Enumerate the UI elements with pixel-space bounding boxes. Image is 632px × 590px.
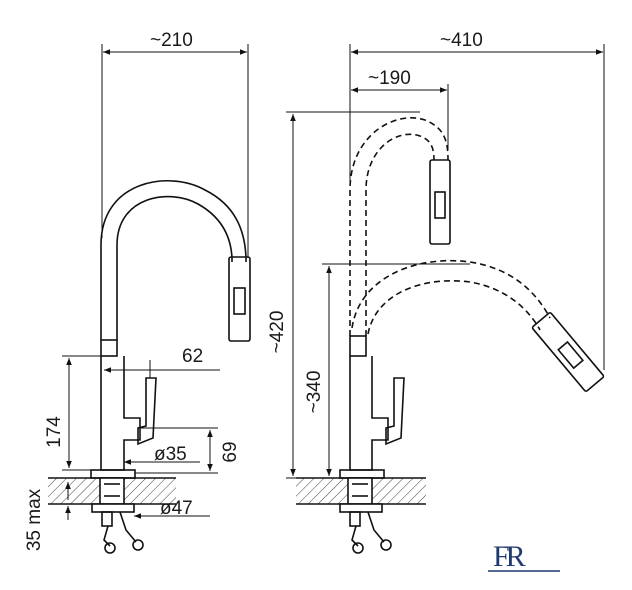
- shank-diameter-47-label: ø47: [160, 498, 193, 519]
- left-lever-handle: [137, 377, 157, 446]
- deck-thickness-35max-label: 35 max: [24, 488, 45, 551]
- right-dimensions: [286, 44, 605, 479]
- reach-190-label: ~190: [368, 68, 411, 89]
- left-hose-fitting-2: [132, 539, 144, 551]
- lever-offset-62-label: 62: [182, 346, 203, 367]
- right-supply-hose-2: [367, 511, 385, 543]
- left-faucet-view: [48, 179, 251, 554]
- right-threaded-stud: [349, 511, 361, 527]
- right-retracted-hose-inner: [365, 133, 435, 336]
- left-base-plate: [90, 469, 136, 479]
- right-spout-collar: [349, 335, 367, 357]
- right-extended-spray-head: [531, 312, 605, 392]
- width-410-label: ~410: [440, 30, 483, 51]
- right-shank-nut: [347, 477, 373, 505]
- left-spout-hose-outer: [100, 179, 247, 340]
- right-retracted-hose-outer: [349, 117, 449, 336]
- left-shank-nut: [99, 477, 125, 505]
- right-faucet-body: [349, 356, 389, 471]
- right-retracted-spray-head: [429, 159, 451, 245]
- left-faucet-body: [100, 356, 141, 471]
- right-extended-hose-outer: [351, 259, 551, 329]
- left-hose-fitting-1: [104, 542, 116, 554]
- right-hose-fitting-2: [380, 539, 392, 551]
- left-spray-head: [228, 256, 251, 342]
- right-hose-fitting-1: [352, 542, 364, 554]
- right-extended-spray-window: [557, 340, 585, 370]
- brand-logo-text: FR: [493, 540, 526, 573]
- width-210-label: ~210: [150, 30, 193, 51]
- left-spray-head-window: [233, 287, 246, 315]
- left-threaded-stud: [101, 511, 113, 527]
- base-height-69-label: 69: [220, 441, 241, 462]
- left-dimensions: [60, 44, 249, 520]
- brand-logo: FR: [488, 540, 560, 573]
- height-174-label: 174: [44, 416, 65, 448]
- left-supply-hose-2: [119, 511, 137, 543]
- right-mounting-nut: [339, 503, 383, 513]
- total-height-420-label: ~420: [267, 311, 288, 354]
- right-retracted-spray-window: [434, 191, 446, 219]
- right-lever-handle: [385, 377, 405, 446]
- left-spout-hose-inner: [116, 195, 233, 340]
- left-mounting-nut: [91, 503, 135, 513]
- base-diameter-35-label: ø35: [154, 444, 187, 465]
- right-faucet-view: [296, 117, 605, 554]
- right-extended-hose-inner: [367, 280, 541, 335]
- spout-height-340-label: ~340: [304, 371, 325, 414]
- right-base-plate: [339, 469, 385, 479]
- left-spout-collar: [100, 339, 118, 357]
